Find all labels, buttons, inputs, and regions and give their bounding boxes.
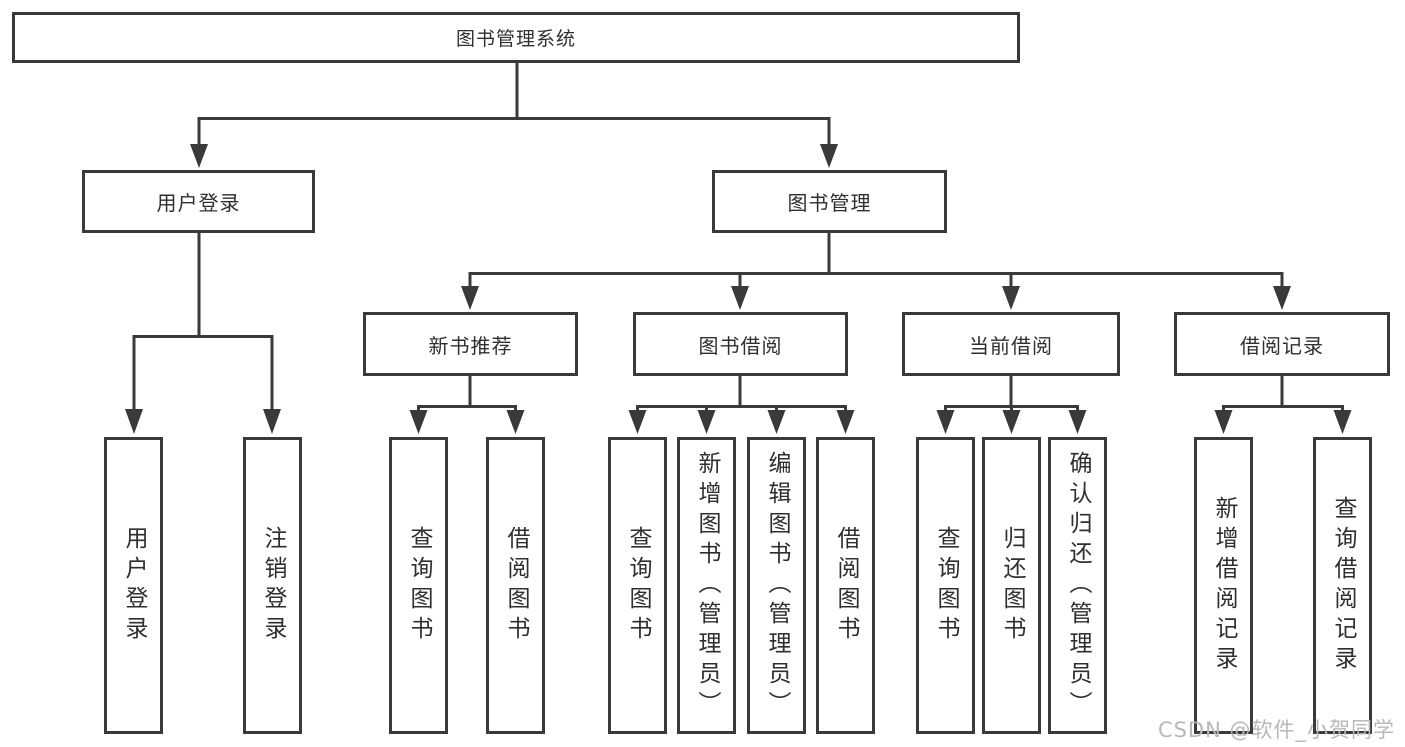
node-user-login-branch: 用户登录: [82, 170, 315, 233]
node-borrowing-records: 借阅记录: [1174, 312, 1390, 376]
node-label: 图书管理系统: [455, 28, 576, 50]
node-library-management-system: 图书管理系统: [12, 12, 1020, 63]
node-label: 借阅图书: [833, 525, 859, 646]
leaf-query-books-borrowing: 查询图书: [608, 437, 667, 734]
leaf-query-books-current: 查询图书: [916, 437, 975, 734]
node-book-management-branch: 图书管理: [712, 170, 947, 233]
node-label: 新增借阅记录: [1211, 495, 1237, 676]
node-label: 当前借阅: [969, 333, 1053, 358]
node-label: 查询图书: [625, 525, 651, 646]
node-label: 借阅记录: [1240, 333, 1324, 358]
leaf-confirm-return-admin: 确认归还（管理员）: [1048, 437, 1107, 734]
leaf-query-books-recommend: 查询图书: [389, 437, 448, 734]
node-label: 查询借阅记录: [1330, 495, 1356, 676]
csdn-watermark: CSDN @软件_小贺同学: [1157, 718, 1395, 742]
leaf-borrow-books-recommend: 借阅图书: [486, 437, 545, 734]
leaf-user-login: 用户登录: [104, 437, 163, 734]
node-current-borrowing: 当前借阅: [902, 312, 1120, 376]
leaf-query-borrow-record: 查询借阅记录: [1313, 437, 1372, 734]
node-label: 借阅图书: [503, 525, 529, 646]
leaf-borrow-books-borrowing: 借阅图书: [816, 437, 875, 734]
node-label: 新增图书（管理员）: [694, 450, 720, 721]
leaf-add-books-admin: 新增图书（管理员）: [677, 437, 736, 734]
node-label: 图书管理: [787, 191, 872, 215]
node-label: 用户登录: [121, 525, 147, 646]
leaf-edit-books-admin: 编辑图书（管理员）: [747, 437, 806, 734]
node-new-book-recommend: 新书推荐: [363, 312, 578, 376]
node-label: 编辑图书（管理员）: [764, 450, 790, 721]
node-label: 新书推荐: [428, 333, 513, 358]
node-label: 查询图书: [406, 525, 432, 646]
leaf-return-books: 归还图书: [982, 437, 1041, 734]
leaf-logout: 注销登录: [243, 437, 302, 734]
node-label: 查询图书: [933, 525, 959, 646]
node-label: 确认归还（管理员）: [1065, 450, 1091, 721]
node-label: 归还图书: [999, 525, 1025, 646]
node-book-borrowing: 图书借阅: [633, 312, 848, 376]
node-label: 注销登录: [260, 525, 286, 646]
leaf-add-borrow-record: 新增借阅记录: [1194, 437, 1253, 734]
node-label: 用户登录: [156, 191, 241, 215]
node-label: 图书借阅: [698, 333, 783, 358]
